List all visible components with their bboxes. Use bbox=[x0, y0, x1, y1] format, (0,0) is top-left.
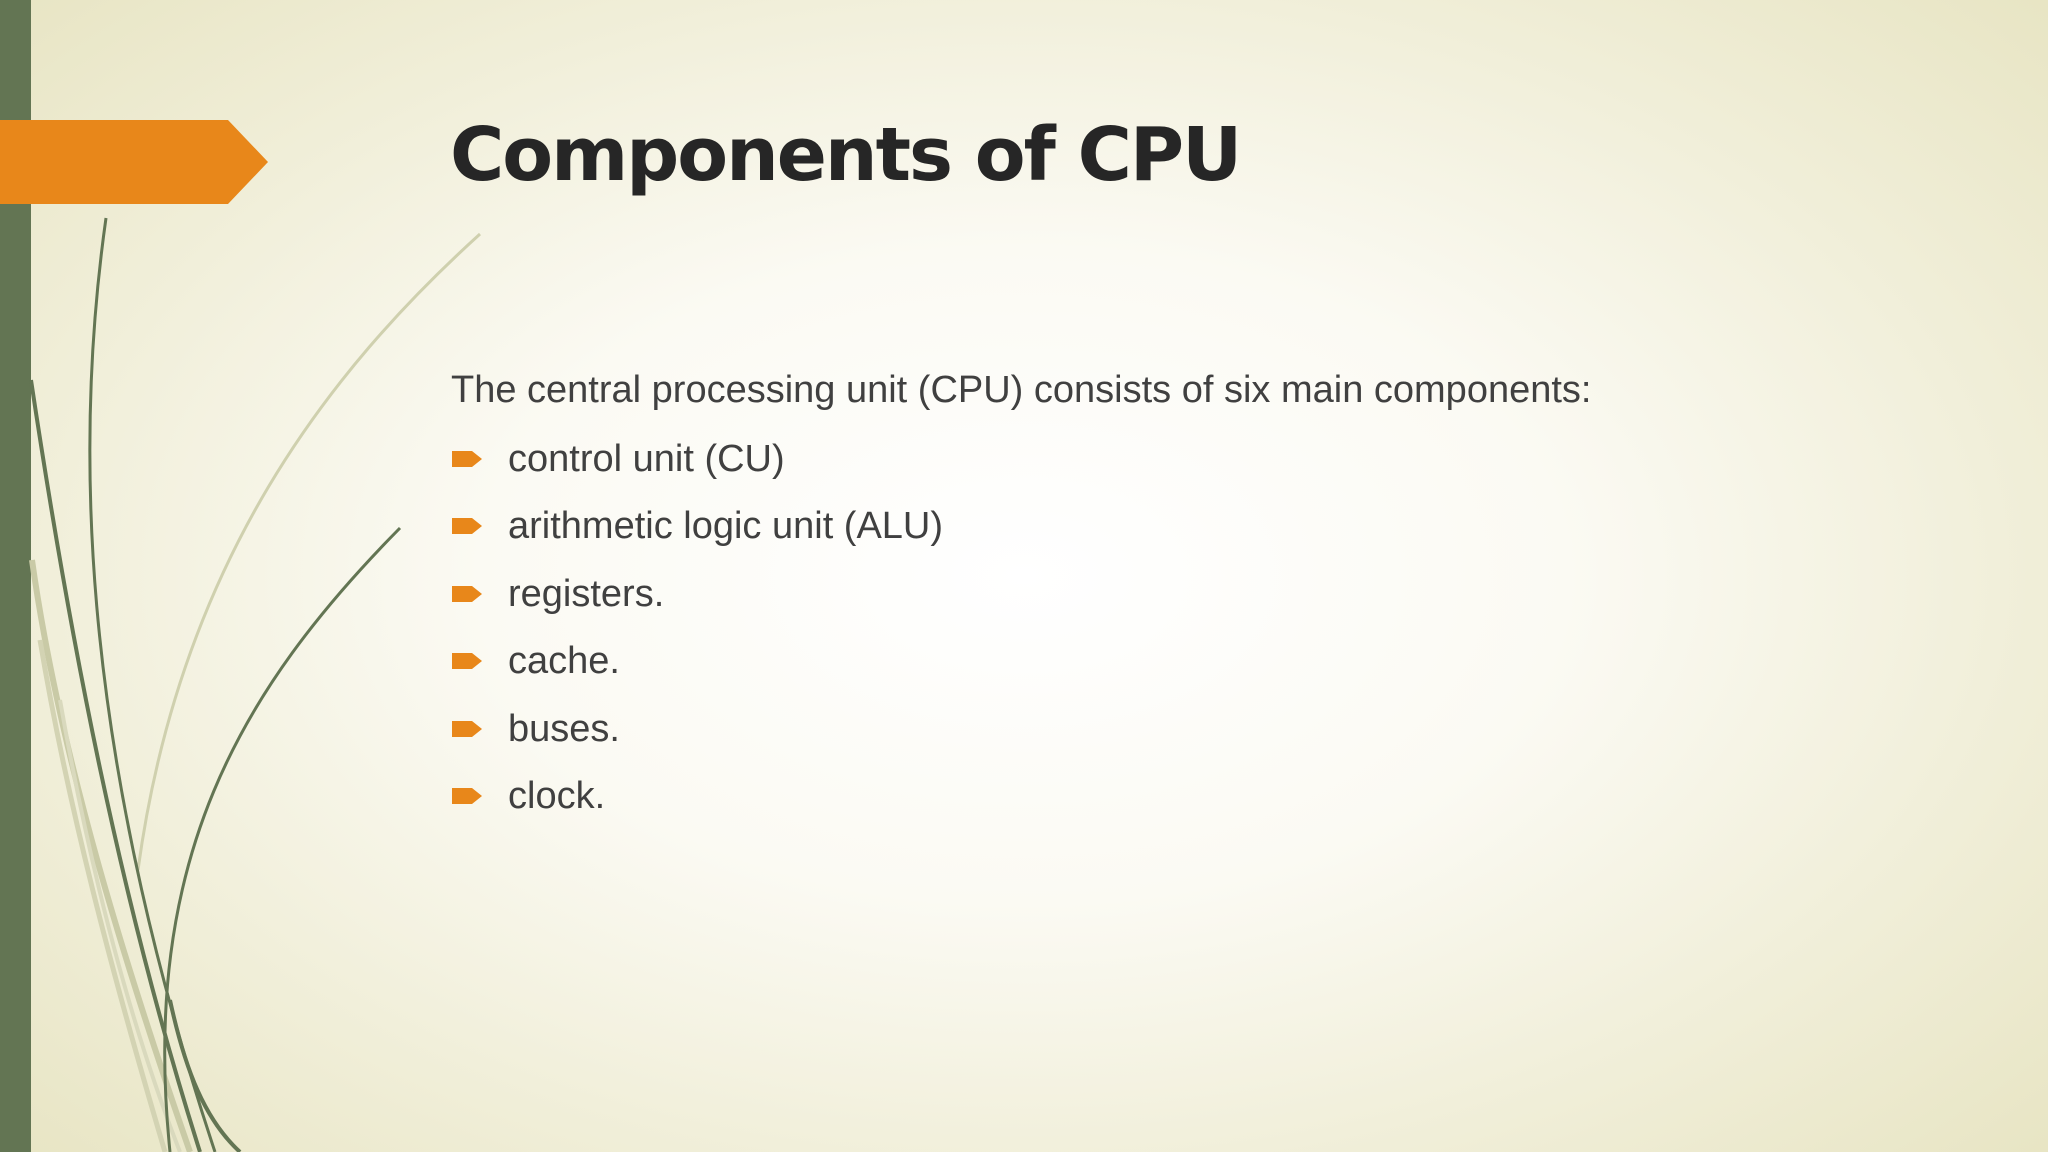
bullet-item: registers. bbox=[451, 569, 943, 636]
green-swoosh-line bbox=[29, 379, 202, 1152]
orange-arrow-bullet-icon bbox=[452, 451, 482, 467]
bullet-item: cache. bbox=[451, 636, 943, 703]
orange-arrow-bullet-icon bbox=[452, 518, 482, 535]
orange-arrow-bullet-icon bbox=[452, 653, 482, 670]
bullet-text: registers. bbox=[508, 572, 665, 615]
bullet-list: control unit (CU) arithmetic logic unit … bbox=[451, 434, 943, 838]
green-swoosh-line bbox=[163, 526, 402, 1152]
bullet-item: arithmetic logic unit (ALU) bbox=[451, 501, 943, 568]
pale-swoosh-line bbox=[37, 639, 168, 1152]
bullet-text: control unit (CU) bbox=[508, 438, 785, 480]
orange-arrow-banner bbox=[0, 120, 268, 204]
bullet-item: buses. bbox=[451, 704, 943, 771]
bullet-text: arithmetic logic unit (ALU) bbox=[508, 505, 944, 548]
bullet-text: cache. bbox=[508, 640, 620, 683]
green-swoosh-line bbox=[168, 999, 242, 1152]
bullet-item: control unit (CU) bbox=[451, 434, 943, 501]
bullet-item: clock. bbox=[451, 771, 943, 838]
pale-swoosh-line bbox=[58, 699, 182, 1152]
green-swoosh-line bbox=[88, 217, 217, 1152]
bullet-text: clock. bbox=[508, 774, 606, 817]
pale-swoosh-line bbox=[136, 232, 482, 871]
orange-arrow-bullet-icon bbox=[452, 720, 482, 737]
pale-swoosh-line bbox=[29, 559, 193, 1152]
orange-arrow-bullet-icon bbox=[452, 585, 482, 602]
orange-arrow-bullet-icon bbox=[452, 787, 482, 804]
slide-title: Components of CPU bbox=[450, 112, 1242, 198]
bullet-text: buses. bbox=[508, 707, 620, 750]
intro-text: The central processing unit (CPU) consis… bbox=[451, 369, 1592, 411]
